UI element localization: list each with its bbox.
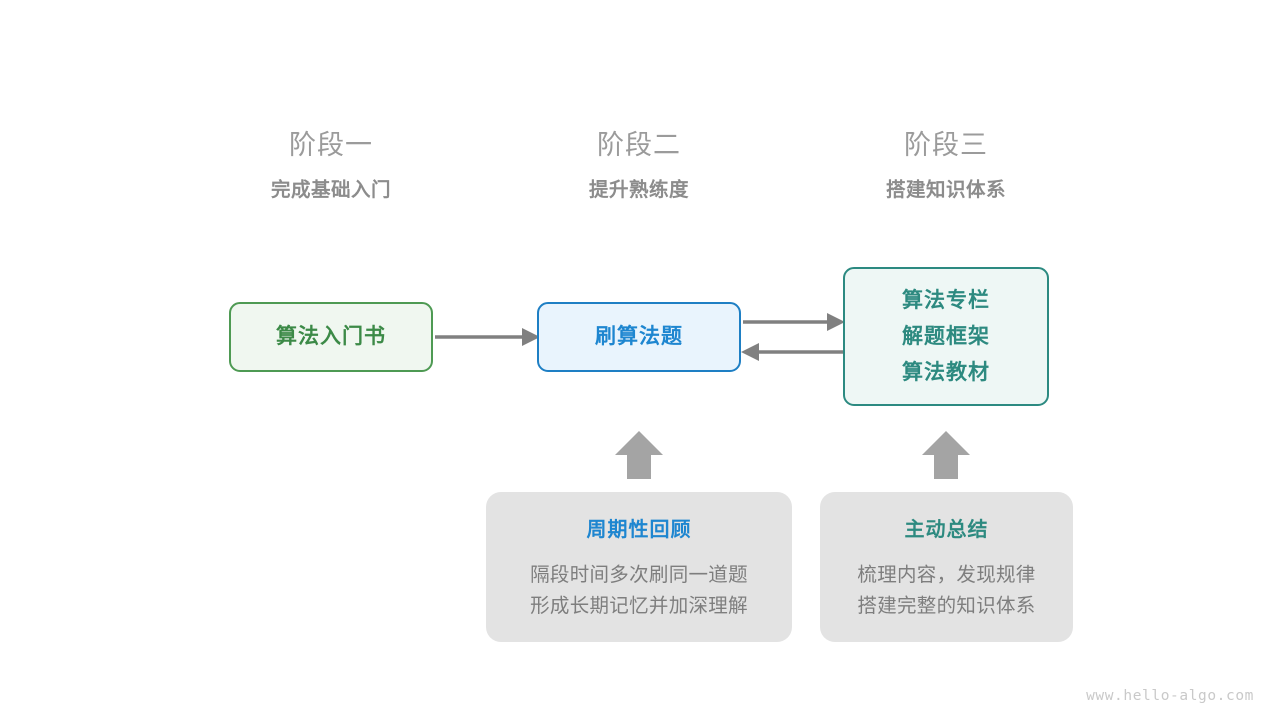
panel-active-summary-body: 梳理内容，发现规律 搭建完整的知识体系 — [857, 560, 1035, 622]
node-practice-problems: 刷算法题 — [537, 302, 741, 372]
node-resources-line-2: 解题框架 — [902, 324, 990, 348]
panel-periodic-review-body: 隔段时间多次刷同一道题 形成长期记忆并加深理解 — [530, 560, 748, 622]
stage-1-subtitle: 完成基础入门 — [270, 179, 391, 201]
node-practice-label: 刷算法题 — [595, 325, 683, 348]
node-resources-line-3: 算法教材 — [902, 360, 990, 384]
panel-active-summary-title: 主动总结 — [904, 519, 989, 541]
panel-periodic-review-title: 周期性回顾 — [586, 519, 692, 541]
stage-3-title: 阶段三 — [904, 130, 988, 160]
arrow-summary-up — [922, 431, 970, 479]
panel-periodic-review-body-line-2: 形成长期记忆并加深理解 — [530, 595, 748, 617]
arrow-review-up — [615, 431, 663, 479]
stage-header-3: 阶段三 搭建知识体系 — [796, 128, 1096, 205]
node-resources-line-1: 算法专栏 — [902, 288, 990, 312]
stage-header-1: 阶段一 完成基础入门 — [181, 128, 481, 205]
stage-2-title: 阶段二 — [597, 130, 681, 160]
node-book-label: 算法入门书 — [276, 325, 386, 348]
arrow-resources-to-practice — [741, 343, 843, 361]
panel-active-summary-body-line-1: 梳理内容，发现规律 — [857, 564, 1036, 586]
node-knowledge-resources: 算法专栏 解题框架 算法教材 — [843, 267, 1049, 406]
panel-active-summary-body-line-2: 搭建完整的知识体系 — [857, 595, 1036, 617]
stage-header-2: 阶段二 提升熟练度 — [489, 128, 789, 205]
stage-1-title: 阶段一 — [289, 130, 373, 160]
panel-periodic-review-body-line-1: 隔段时间多次刷同一道题 — [530, 564, 748, 586]
panel-active-summary: 主动总结 梳理内容，发现规律 搭建完整的知识体系 — [820, 492, 1073, 642]
panel-periodic-review: 周期性回顾 隔段时间多次刷同一道题 形成长期记忆并加深理解 — [486, 492, 792, 642]
watermark: www.hello-algo.com — [1086, 688, 1254, 704]
node-algorithm-intro-book: 算法入门书 — [229, 302, 433, 372]
stage-3-subtitle: 搭建知识体系 — [885, 179, 1006, 201]
stage-2-subtitle: 提升熟练度 — [588, 179, 689, 201]
arrow-practice-to-resources — [743, 313, 845, 331]
arrow-book-to-practice — [435, 328, 540, 346]
